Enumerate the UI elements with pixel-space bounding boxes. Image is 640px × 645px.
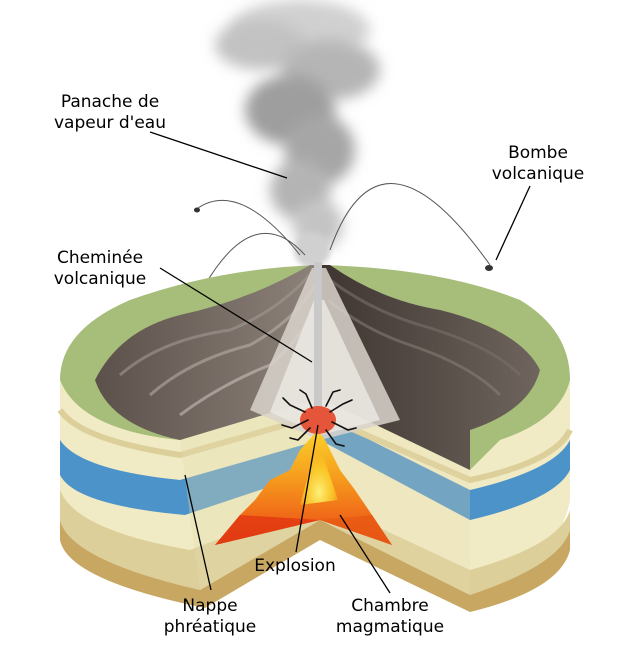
label-volcanic-vent: Cheminée volcanique [40,248,160,290]
volcanic-vent [314,262,322,412]
label-explosion-text: Explosion [254,556,336,576]
label-water-table: Nappe phréatique [150,596,270,638]
leader-lines [149,131,531,594]
label-magma-chamber-line2: magmatique [335,617,445,637]
label-magma-chamber-line1: Chambre [351,596,429,616]
explosion-burst [281,389,357,447]
label-water-table-line2: phréatique [163,617,257,637]
steam-plume [215,0,380,268]
label-volcanic-vent-line2: volcanique [53,269,147,289]
label-volcanic-bomb-line2: volcanique [491,164,585,184]
bomb-trajectories [197,183,491,286]
label-explosion: Explosion [235,556,355,577]
label-steam-plume-line2: vapeur d'eau [53,113,166,133]
label-steam-plume-line1: Panache de [60,92,160,112]
label-water-table-line1: Nappe [182,596,238,616]
magma-chamber [215,430,392,545]
label-volcanic-vent-line1: Cheminée [56,248,144,268]
label-magma-chamber: Chambre magmatique [330,596,450,638]
cut-face [180,398,470,595]
label-volcanic-bomb-line1: Bombe [508,143,568,163]
label-volcanic-bomb: Bombe volcanique [478,143,598,185]
label-steam-plume: Panache de vapeur d'eau [40,92,180,134]
